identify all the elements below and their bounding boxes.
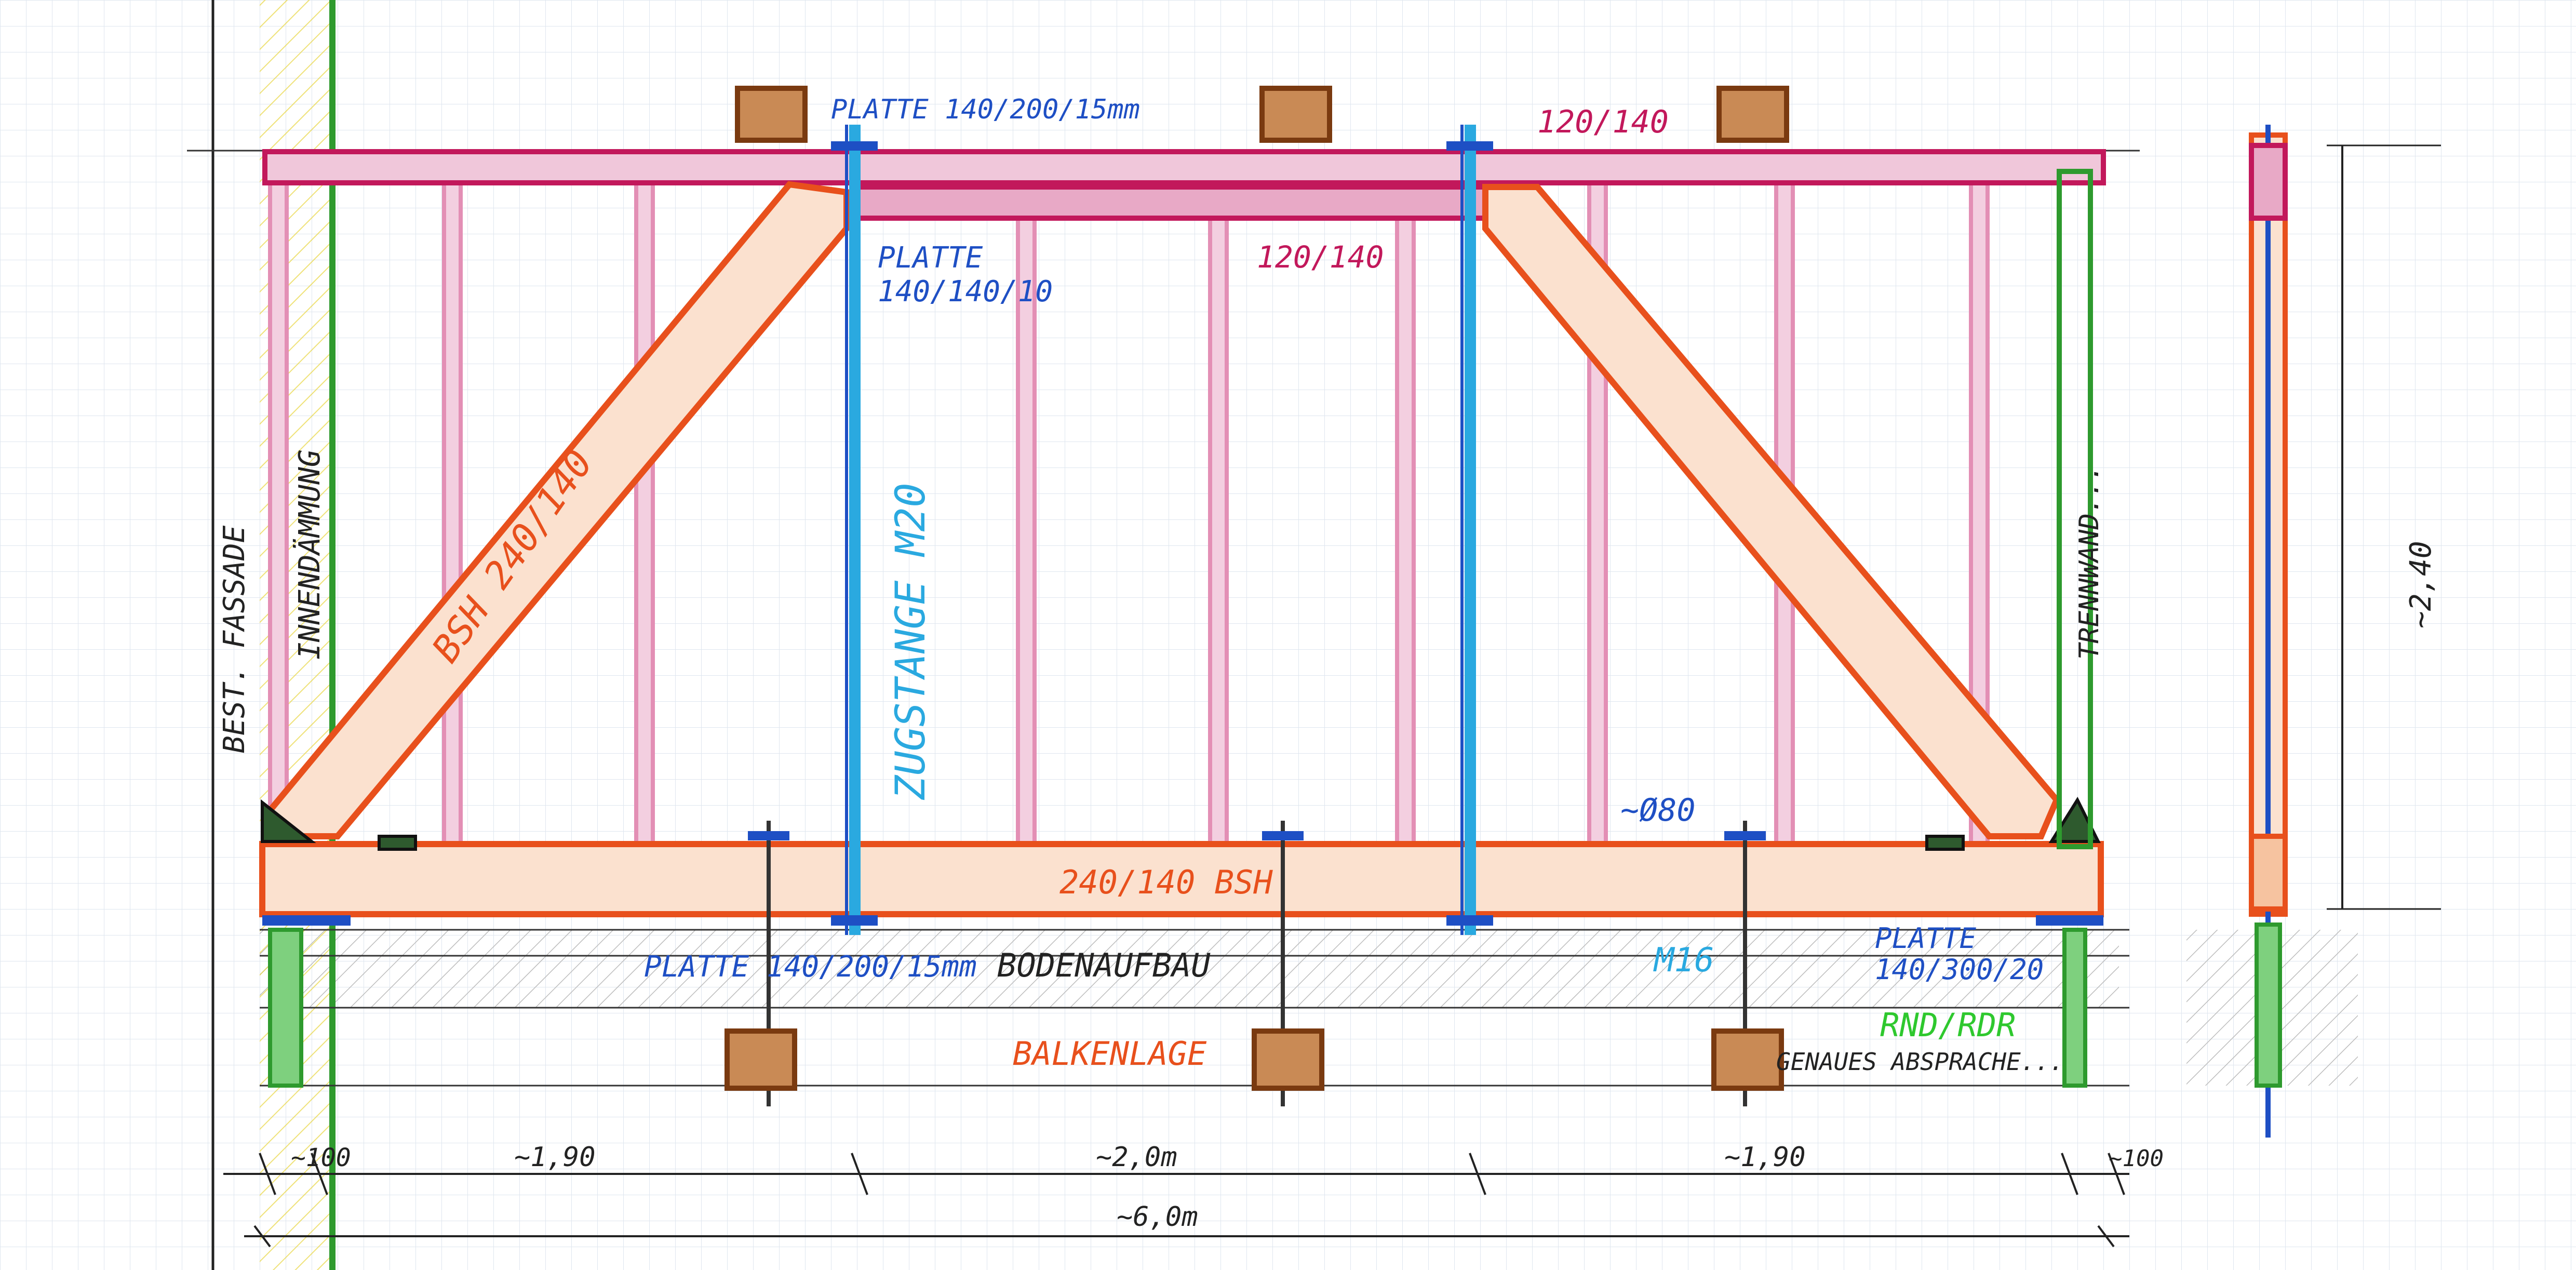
dim-total: ~6,0m — [1117, 1201, 1198, 1233]
label-rnd-rdr: RND/RDR — [1880, 1006, 2016, 1044]
top-beam — [262, 149, 2106, 185]
dim-left-edge: ~100 — [291, 1143, 351, 1172]
label-partition: TRENNWAND... — [2074, 464, 2105, 660]
label-plate-mid-dims: 140/140/10 — [878, 275, 1053, 309]
green-post-right-bottom — [2062, 928, 2087, 1088]
label-plate-mid: PLATTE — [878, 241, 983, 275]
timber-blocks — [725, 86, 1789, 1091]
label-floor-build: BODENAUFBAU — [997, 946, 1211, 984]
label-m16: M16 — [1653, 941, 1714, 980]
dim-span-1: ~1,90 — [514, 1142, 596, 1173]
label-plate-bottom: PLATTE 140/200/15mm — [644, 950, 977, 984]
green-posts-bottom — [268, 928, 303, 1088]
label-insulation: INNENDÄMMUNG — [293, 449, 327, 660]
label-bottom-beam: 240/140 BSH — [1059, 863, 1273, 901]
dim-span-3: ~1,90 — [1724, 1142, 1806, 1173]
bottom-beam — [259, 841, 2104, 917]
partition-wall — [2057, 169, 2093, 849]
dim-height: ~2,40 — [2404, 541, 2438, 629]
dimension-lines — [223, 1153, 2129, 1248]
label-beam-top: 120/140 — [1537, 104, 1669, 140]
label-joists: BALKENLAGE — [1013, 1035, 1207, 1073]
floor-buildup-hatch — [260, 930, 2119, 1008]
gusset-corners — [261, 796, 2101, 851]
steel-plates — [262, 141, 2103, 926]
label-plate-right: PLATTE — [1875, 922, 1977, 955]
label-plate-right-dims: 140/300/20 — [1875, 953, 2044, 986]
mid-beam — [849, 184, 1488, 221]
dim-span-2: ~2,0m — [1096, 1142, 1177, 1173]
label-facade: BEST. FASSADE — [218, 525, 251, 753]
label-tie-rod: ZUGSTANGE M20 — [888, 483, 934, 800]
label-plate-top: PLATTE 140/200/15mm — [831, 94, 1140, 125]
side-section — [2249, 125, 2441, 1138]
dim-right-edge: ~100 — [2109, 1145, 2164, 1172]
label-note: GENAUES ABSPRACHE... — [1776, 1048, 2064, 1076]
label-beam-mid: 120/140 — [1257, 239, 1384, 275]
label-dia-80: ~Ø80 — [1620, 792, 1696, 828]
diagonal-right — [1482, 184, 2060, 839]
